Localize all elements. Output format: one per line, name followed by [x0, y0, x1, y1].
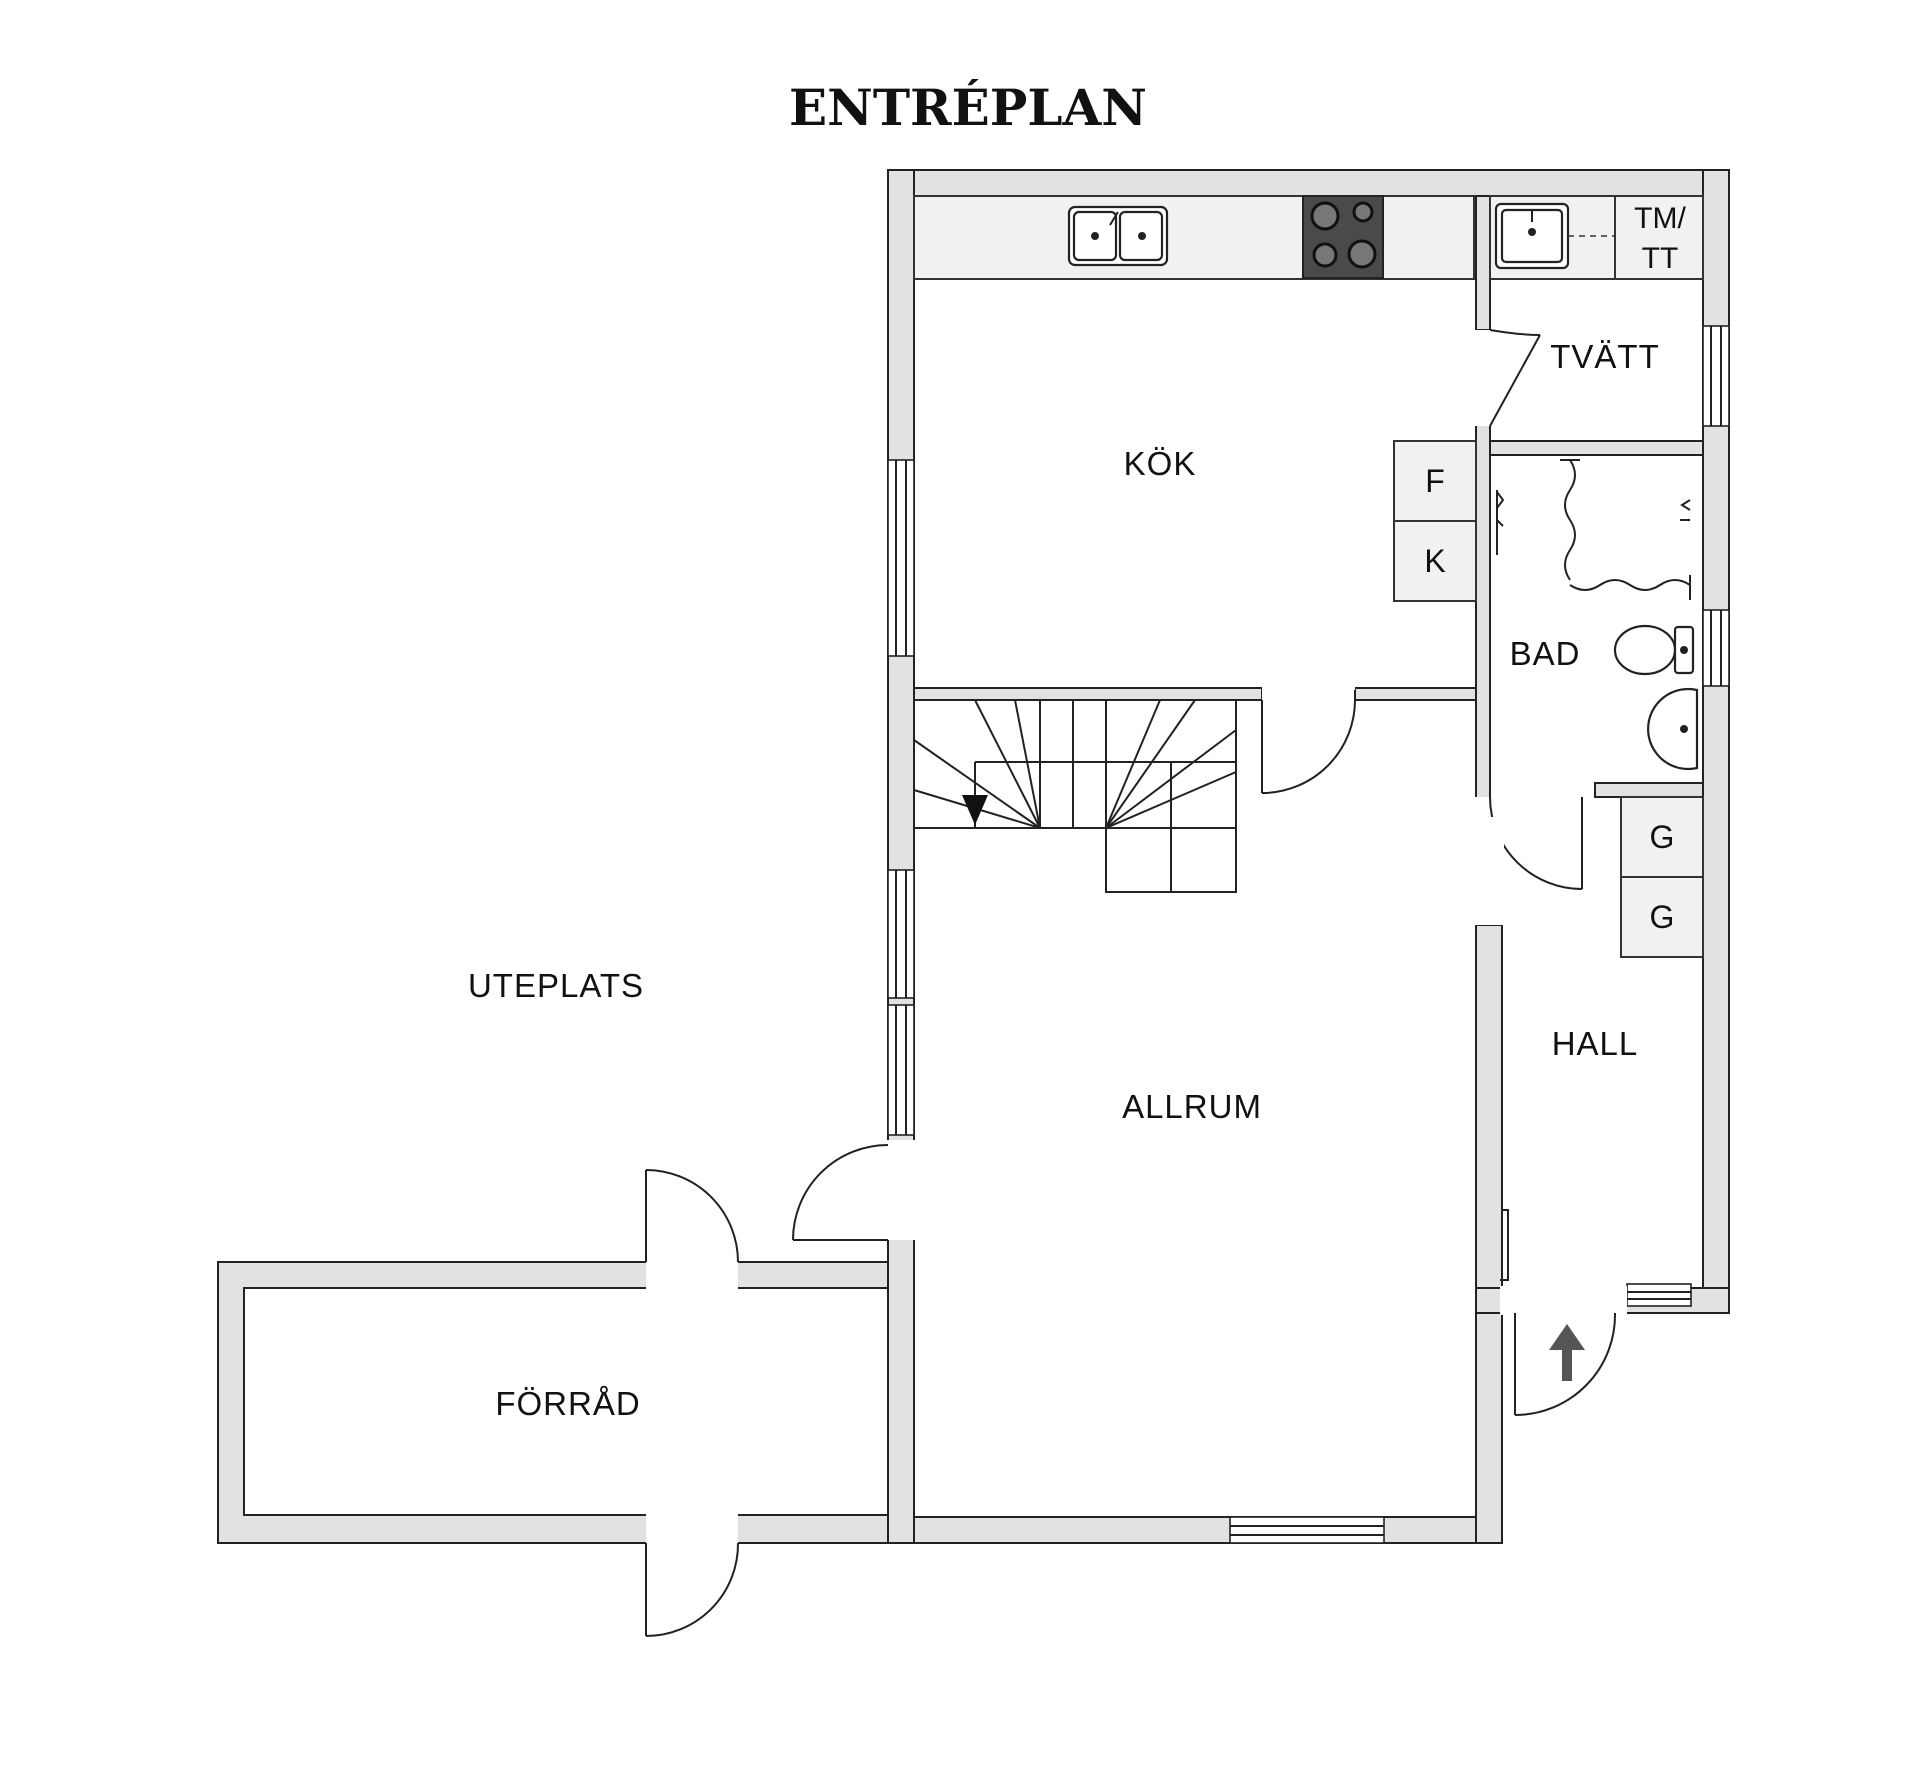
wardrobe-2-label: G: [1650, 899, 1675, 935]
wall-kitchen-stairs: [913, 687, 1263, 701]
forrad-door-gap-bottom: [646, 1513, 738, 1545]
shower-icon: [1560, 459, 1691, 600]
wall-kitchen-allrum: [1354, 687, 1491, 701]
window-allrum-left-1: [887, 869, 915, 999]
window-kitchen-left: [887, 459, 915, 657]
forrad-interior: [243, 1287, 901, 1516]
freezer-label: K: [1424, 543, 1445, 579]
wardrobes: G G: [1620, 796, 1704, 958]
washbasin-icon: [1647, 687, 1699, 771]
window-allrum-left-2: [887, 1004, 915, 1136]
room-label-hall: HALL: [1552, 1025, 1639, 1062]
room-label-kok: KÖK: [1124, 445, 1197, 482]
room-label-allrum: ALLRUM: [1122, 1088, 1262, 1125]
window-tvatt-right: [1702, 325, 1730, 427]
doors: [645, 329, 1627, 1637]
wardrobe-2: [1620, 876, 1704, 958]
wall-top: [887, 169, 1730, 197]
window-allrum-bottom: [1229, 1516, 1385, 1544]
window-bad-right: [1702, 609, 1730, 687]
wardrobe-1: [1620, 796, 1704, 878]
room-labels: KÖK TVÄTT BAD HALL ALLRUM UTEPLATS FÖRRÅ…: [468, 338, 1660, 1422]
forrad-door-gap-top: [646, 1260, 738, 1290]
entrance-arrow-icon: [1549, 1324, 1585, 1381]
stairs-down-arrow-icon: [962, 795, 988, 825]
window-hall-bottom: [1626, 1283, 1692, 1307]
wall-kitchen-bad: [1475, 424, 1491, 818]
staircase: [913, 699, 1237, 893]
towel-rail-icon: [1496, 490, 1505, 555]
stove-icon: [1302, 195, 1384, 279]
wall-left-lower-redraw: [887, 1238, 915, 1544]
kitchen-sink-icon: [1067, 205, 1169, 267]
fridge: [1393, 440, 1477, 522]
room-label-bad: BAD: [1510, 635, 1581, 672]
washer-label-line2: TT: [1642, 242, 1679, 275]
wall-bottom-main: [887, 1516, 1503, 1544]
room-label-tvatt: TVÄTT: [1550, 338, 1660, 375]
laundry: TM/ TT: [1489, 195, 1704, 280]
freezer: [1393, 520, 1477, 602]
washer-label-line1: TM/: [1634, 202, 1686, 235]
wall-tvatt-bad: [1489, 440, 1704, 456]
windows: [887, 325, 1730, 1544]
toilet-icon: [1613, 624, 1695, 676]
wall-hall-left: [1475, 924, 1503, 1544]
plan-title: ENTRÉPLAN: [789, 78, 1147, 137]
wall-bad-hall: [1594, 782, 1704, 798]
wardrobe-1-label: G: [1650, 819, 1675, 855]
kitchen-counter: [913, 195, 1475, 280]
walls: [217, 169, 1730, 1545]
room-label-forrad: FÖRRÅD: [495, 1385, 640, 1422]
kitchen: F K: [913, 195, 1477, 602]
room-label-uteplats: UTEPLATS: [468, 967, 644, 1004]
wall-kitchen-tvatt: [1475, 195, 1491, 331]
laundry-sink-icon: [1494, 202, 1570, 270]
bathroom: [1496, 459, 1699, 771]
fridge-label: F: [1425, 463, 1445, 499]
